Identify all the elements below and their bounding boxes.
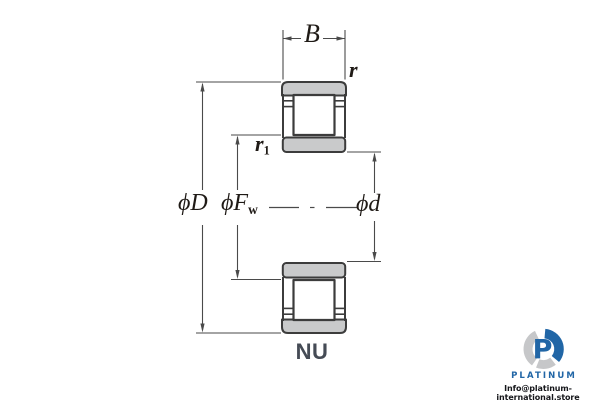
watermark-email-text: Info@platinum-international.store xyxy=(496,384,580,400)
outer-diameter-label: ϕD xyxy=(178,190,208,216)
logo-swirl-gray-bottom xyxy=(536,357,556,369)
cage-lines-top xyxy=(283,100,345,108)
roller-top xyxy=(292,93,336,137)
bearing-type-label: NU xyxy=(295,339,329,364)
watermark-brand-text: PLATINUM xyxy=(511,371,577,381)
bearing-section xyxy=(281,81,347,334)
raceway-diameter-subscript: w xyxy=(248,201,258,217)
width-dimension-label: B xyxy=(304,19,320,48)
cage-lines-bottom xyxy=(283,307,345,316)
platinum-logo-mark: P xyxy=(523,328,564,369)
inner-ring-bottom-section xyxy=(281,262,347,279)
roller-bottom xyxy=(292,278,336,322)
raceway-diameter-base: ϕF xyxy=(221,190,249,216)
arrow-width-right xyxy=(336,36,345,41)
dimension-lines xyxy=(201,37,376,330)
bore-diameter-label: ϕd xyxy=(356,191,381,217)
inner-ring-top-section xyxy=(281,136,347,153)
inner-chamfer-label: r1 xyxy=(255,132,270,157)
arrow-outer-diameter-up xyxy=(200,82,205,92)
arrow-raceway-diameter-down xyxy=(235,270,240,279)
arrow-outer-diameter-down xyxy=(200,323,205,333)
dimension-arrowheads xyxy=(200,36,377,333)
outer-ring-top-section xyxy=(281,81,347,97)
logo-swirl-blue xyxy=(544,328,564,363)
outer-ring-bottom-section xyxy=(281,318,347,334)
arrow-width-left xyxy=(283,36,292,41)
inner-chamfer-base: r xyxy=(255,131,264,156)
arrow-raceway-diameter-up xyxy=(235,135,240,145)
arrow-bore-diameter-up xyxy=(372,152,377,162)
inner-chamfer-subscript: 1 xyxy=(263,143,270,158)
arrow-bore-diameter-down xyxy=(372,252,377,261)
raceway-diameter-label: ϕFw xyxy=(221,190,258,217)
logo-swirl-gray-left xyxy=(523,330,540,366)
logo-monogram: P xyxy=(533,335,553,366)
outer-chamfer-label: r xyxy=(349,57,358,82)
